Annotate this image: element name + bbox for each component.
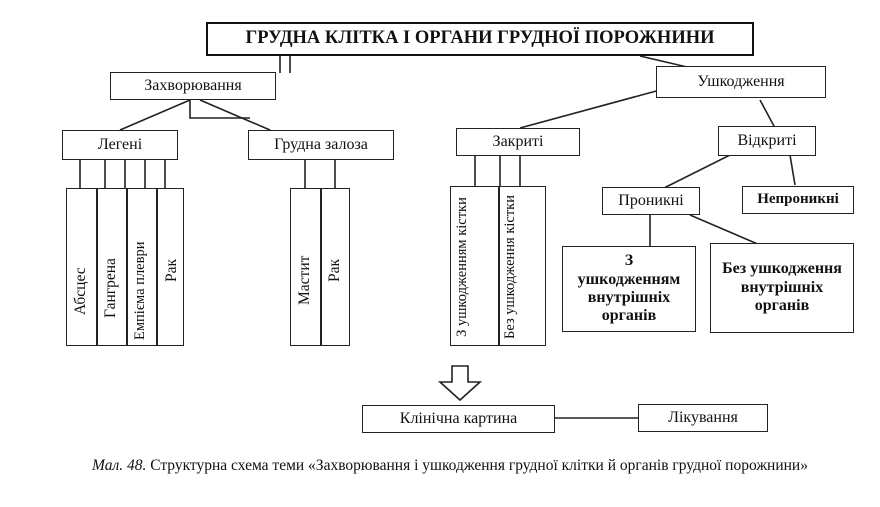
lung-item-cancer: Рак xyxy=(163,258,180,282)
injuries-node: Ушкодження xyxy=(656,66,826,98)
clinical-picture-node: Клінічна картина xyxy=(362,405,555,433)
diagram-title: ГРУДНА КЛІТКА І ОРГАНИ ГРУДНОЇ ПОРОЖНИНИ xyxy=(206,22,754,56)
penetrating-node: Проникні xyxy=(602,187,700,215)
closed-node: Закриті xyxy=(456,128,580,156)
lung-item-abscess: Абсцес xyxy=(72,267,89,315)
lungs-columns xyxy=(66,188,184,346)
figure-caption-text: Структурна схема теми «Захворювання і уш… xyxy=(150,457,808,474)
diseases-node: Захворювання xyxy=(110,72,276,100)
breast-item-mastitis: Мастит xyxy=(296,255,313,305)
breast-node: Грудна залоза xyxy=(248,130,394,160)
penetrating-with-organs: З ушкодженням внутрішніх органів xyxy=(562,246,696,332)
down-arrow-icon xyxy=(437,365,483,402)
open-node: Відкриті xyxy=(718,126,816,156)
lung-col-sep xyxy=(96,188,98,346)
breast-col-sep xyxy=(320,188,322,346)
lung-item-empyema: Емпієма плеври xyxy=(132,241,148,340)
closed-item-without-bone: Без ушкодження кістки xyxy=(502,195,518,339)
lung-item-gangrene: Гангрена xyxy=(102,258,119,318)
penetrating-without-organs: Без ушкодження внутрішніх органів xyxy=(710,243,854,333)
figure-caption: Мал. 48. Структурна схема теми «Захворюв… xyxy=(40,457,860,476)
lung-col-sep xyxy=(156,188,158,346)
lungs-node: Легені xyxy=(62,130,178,160)
breast-item-cancer: Рак xyxy=(326,258,343,282)
lung-col-sep xyxy=(126,188,128,346)
closed-item-with-bone: З ушкодженням кістки xyxy=(454,197,470,337)
treatment-node: Лікування xyxy=(638,404,768,432)
figure-number: Мал. 48. xyxy=(92,457,147,474)
closed-col-sep xyxy=(498,186,500,346)
non-penetrating-node: Непроникні xyxy=(742,186,854,214)
